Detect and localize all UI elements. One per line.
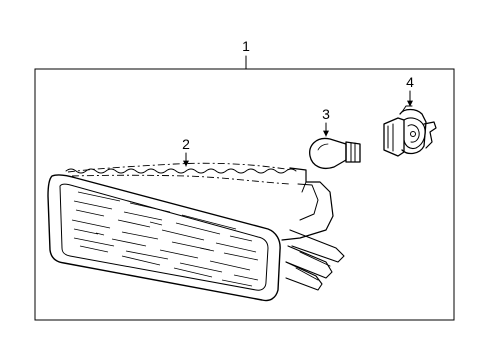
socket-illustration [383,105,437,157]
diagram-frame [34,68,455,321]
lens-texture [71,191,259,287]
bulb-illustration [309,137,361,170]
callout-number-3: 3 [322,106,330,122]
callout-number-1: 1 [242,38,250,54]
lamp-housing-illustration [47,162,345,302]
callout-number-2: 2 [182,136,190,152]
callout-number-4: 4 [406,74,414,90]
